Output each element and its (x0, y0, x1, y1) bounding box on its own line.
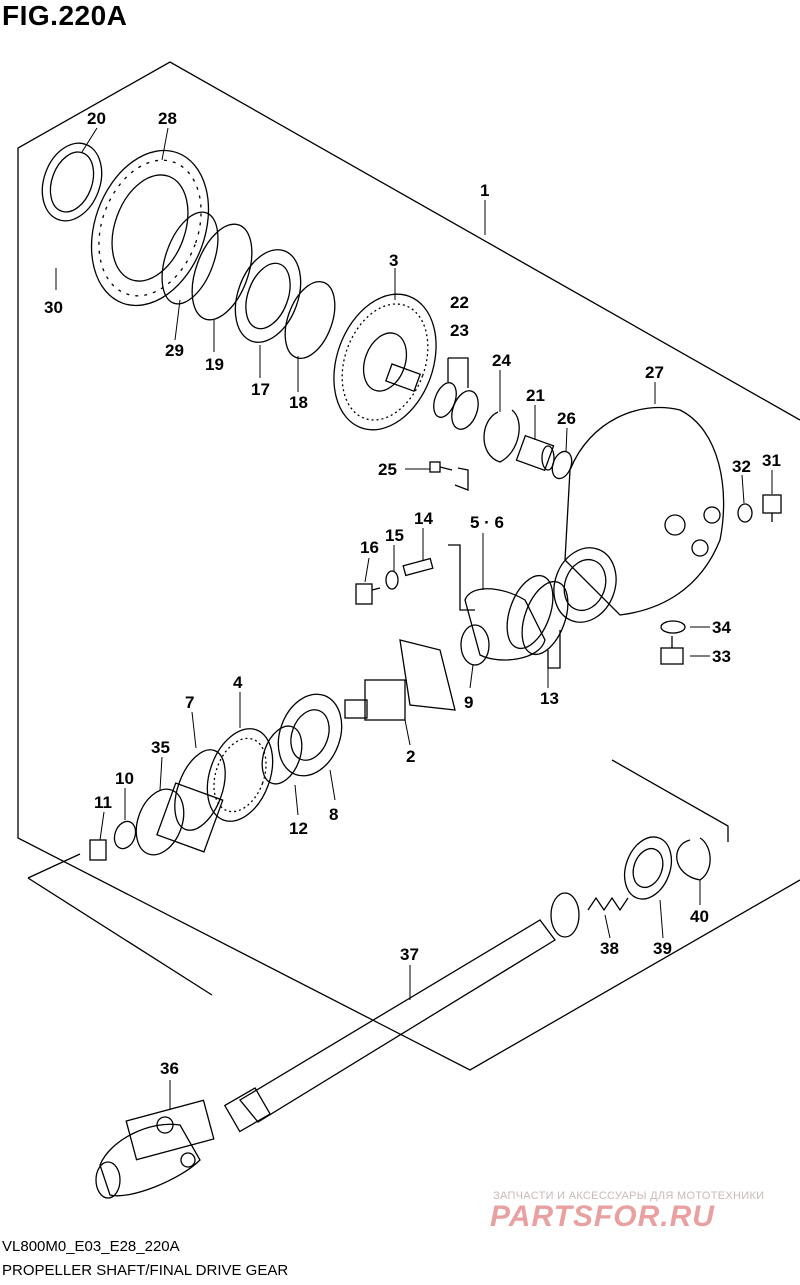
callout-30: 30 (44, 298, 63, 317)
callout-20: 20 (87, 109, 106, 128)
circlip-24 (483, 409, 520, 463)
callout-29: 29 (165, 341, 184, 360)
callout-23: 23 (450, 321, 469, 340)
washer-15 (385, 570, 399, 590)
callout-1: 1 (480, 181, 489, 200)
bearing-retainer-28 (90, 149, 210, 307)
callout-33: 33 (712, 647, 731, 666)
bearing-8 (277, 693, 343, 777)
washer-34 (660, 620, 686, 634)
callout-21: 21 (526, 386, 545, 405)
coupling-35 (135, 782, 224, 856)
callout-3: 3 (389, 251, 398, 270)
oil-seal-20 (41, 142, 103, 222)
o-ring-29 (161, 211, 219, 305)
assembly-frame (17, 61, 800, 1071)
stud-14 (402, 557, 434, 577)
callout-4: 4 (233, 673, 243, 692)
callout-5-6: 5 · 6 (470, 513, 504, 532)
callout-36: 36 (160, 1059, 179, 1078)
callout-37: 37 (400, 945, 419, 964)
figure-title: FIG.220A (2, 0, 128, 31)
o-ring-13b (521, 580, 569, 656)
callout-27: 27 (645, 363, 664, 382)
o-ring-7 (174, 749, 226, 831)
shim-12 (261, 725, 303, 785)
spring-38 (587, 896, 629, 912)
callout-11: 11 (94, 793, 112, 812)
universal-joint-36 (95, 1099, 215, 1199)
bearing-case-4 (206, 728, 274, 822)
callout-32: 32 (732, 457, 751, 476)
spring-seat-39 (623, 836, 673, 900)
callout-12: 12 (289, 819, 308, 838)
callout-8: 8 (329, 805, 338, 824)
callout-24: 24 (492, 351, 511, 370)
callout-10: 10 (115, 769, 134, 788)
callout-34: 34 (712, 618, 731, 637)
callout-38: 38 (600, 939, 619, 958)
watermark-logo: PARTSFOR.RU (490, 1200, 715, 1233)
drive-pinion-2 (344, 639, 456, 721)
bolt-11 (89, 839, 107, 861)
o-ring-13a (506, 574, 554, 650)
callout-14: 14 (414, 509, 433, 528)
callout-40: 40 (690, 907, 709, 926)
washer-10 (113, 820, 137, 850)
ring-gear-3 (333, 293, 437, 431)
bolt-25 (429, 461, 453, 473)
callout-26: 26 (557, 409, 576, 428)
callout-39: 39 (653, 939, 672, 958)
bearing-21 (515, 434, 555, 472)
callout-9: 9 (464, 693, 473, 712)
bearing-17 (234, 249, 302, 343)
washer-32 (737, 503, 753, 523)
propeller-shaft-frame (611, 759, 729, 842)
shim-23 (451, 390, 479, 430)
gear-case-27 (553, 406, 725, 623)
callout-19: 19 (205, 355, 224, 374)
bolt-31 (762, 494, 782, 522)
figure-code: VL800M0_E03_E28_220A (2, 1238, 180, 1255)
callout-7: 7 (185, 693, 194, 712)
callout-35: 35 (151, 738, 170, 757)
callout-25: 25 (378, 460, 397, 479)
shim-19 (191, 223, 253, 321)
bearing-housing-5-6 (460, 588, 546, 666)
callout-15: 15 (385, 526, 404, 545)
bolt-16 (355, 583, 381, 605)
washer-26 (551, 450, 573, 480)
callout-2: 2 (406, 747, 415, 766)
shim-18 (284, 281, 336, 359)
callout-28: 28 (158, 109, 177, 128)
bolt-33 (660, 636, 684, 665)
watermark-tagline: ЗАПЧАСТИ И АКСЕССУАРЫ ДЛЯ МОТОТЕХНИКИ (493, 1190, 765, 1202)
propeller-shaft-37 (223, 892, 580, 1133)
callout-18: 18 (289, 393, 308, 412)
circlip-40 (676, 837, 711, 881)
callout-22: 22 (450, 293, 469, 312)
callout-16: 16 (360, 538, 379, 557)
figure-caption: PROPELLER SHAFT/FINAL DRIVE GEAR (2, 1262, 289, 1279)
callout-13: 13 (540, 689, 559, 708)
callout-17: 17 (251, 380, 270, 399)
callout-31: 31 (762, 451, 781, 470)
